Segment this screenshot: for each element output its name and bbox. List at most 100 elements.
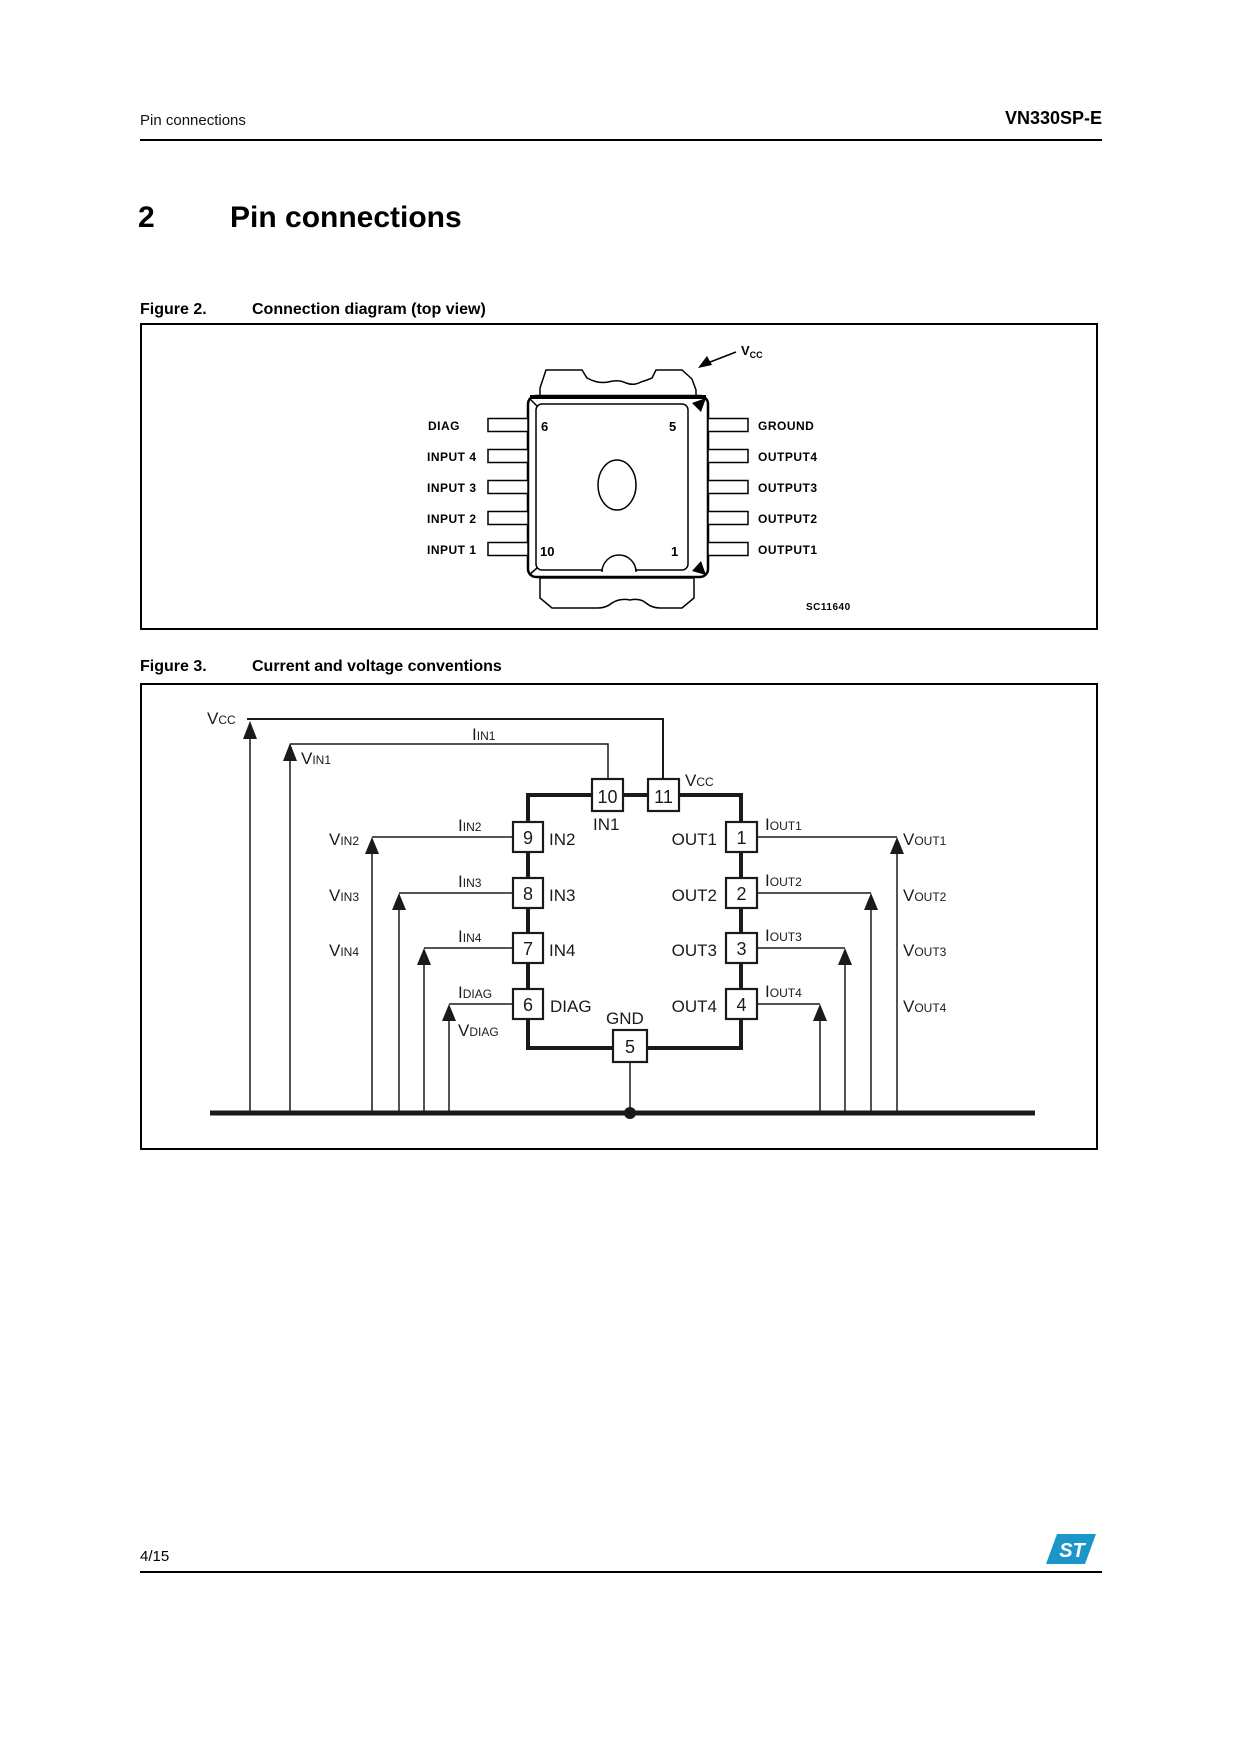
fig3-pin-5: 5: [625, 1037, 635, 1057]
iin3-label: IIN3: [458, 872, 482, 891]
pin-stub-ground: [707, 417, 749, 433]
header-section-title: Pin connections: [140, 112, 246, 129]
page-number: 4/15: [140, 1548, 170, 1565]
fig3-pin-6: 6: [523, 995, 533, 1015]
pinbox-5: [611, 1028, 649, 1064]
bevel-bottom-left: [528, 567, 538, 576]
vout2-label: VOUT2: [903, 886, 947, 905]
fig2-vcc-label: VCC: [741, 343, 763, 360]
vin3-label: VIN3: [329, 886, 359, 905]
pinbox-6: [511, 987, 545, 1021]
in1-name: IN1: [593, 815, 619, 834]
pin-label-input3: INPUT 3: [427, 481, 477, 495]
bevel-top-left: [528, 397, 538, 407]
vdiag-label: VDIAG: [458, 1021, 499, 1040]
pin-label-output2: OUTPUT2: [758, 512, 818, 526]
bevel-bottom-right: [692, 561, 706, 575]
out4-row-wiring: [757, 1003, 827, 1113]
fig3-pin-2: 2: [736, 884, 746, 904]
pin-number-10: 10: [540, 544, 554, 559]
vcc-arrowhead-icon: [698, 356, 712, 368]
pin-stub-input3: [487, 479, 529, 495]
vin4-label: VIN4: [329, 941, 359, 960]
pin-stub-input4: [487, 448, 529, 464]
out2-name: OUT2: [672, 886, 717, 905]
vcc-reference-arrow: [243, 721, 257, 1113]
in2-name: IN2: [549, 830, 575, 849]
bevel-top-right: [692, 398, 706, 412]
out4-name: OUT4: [672, 997, 717, 1016]
footer-rule: [140, 1571, 1102, 1573]
pinbox-3: [724, 931, 759, 965]
pin-stub-input2: [487, 510, 529, 526]
diag-row-wiring: [442, 1003, 513, 1113]
bottom-bump: [601, 554, 637, 573]
ground-node-dot: [624, 1107, 636, 1119]
pin-label-diag: DIAG: [428, 419, 460, 433]
fig3-pin-7: 7: [523, 939, 533, 959]
fig3-pin-8: 8: [523, 884, 533, 904]
pinbox-11: [646, 777, 681, 813]
out3-name: OUT3: [672, 941, 717, 960]
pin-label-output3: OUTPUT3: [758, 481, 818, 495]
fig3-pin-4: 4: [736, 995, 746, 1015]
vout1-label: VOUT1: [903, 830, 947, 849]
vout3-label: VOUT3: [903, 941, 947, 960]
figure3-frame: [140, 683, 1098, 1150]
pin-number-6: 6: [541, 419, 548, 434]
idiag-label: IDIAG: [458, 983, 492, 1002]
out1-row-wiring: [757, 836, 904, 1113]
diag-name: DIAG: [550, 997, 592, 1016]
fig3-pin-9: 9: [523, 828, 533, 848]
iin4-label: IIN4: [458, 927, 482, 946]
pin-stub-input1: [487, 541, 529, 557]
package-bottom-tab: [539, 577, 695, 609]
vcc-wire: [247, 718, 664, 779]
pin-label-output4: OUTPUT4: [758, 450, 818, 464]
figure2-caption-title: Connection diagram (top view): [252, 301, 486, 318]
figure2-connection-diagram: 6 5 10 1 DIAG INPUT 4 INPUT 3 INPUT 2 IN…: [140, 323, 1098, 630]
out3-row-wiring: [757, 947, 852, 1113]
pin-stub-diag: [487, 417, 529, 433]
out2-row-wiring: [757, 892, 878, 1113]
figure3-caption-title: Current and voltage conventions: [252, 658, 502, 675]
pin-label-input4: INPUT 4: [427, 450, 477, 464]
figure2-frame: [140, 323, 1098, 630]
figure2-caption-label: Figure 2.: [140, 301, 207, 318]
st-logo-shape: [1046, 1534, 1096, 1564]
iout3-label: IOUT3: [765, 926, 802, 945]
vcc-label-left: VCC: [207, 709, 236, 728]
pin-stub-output1: [707, 541, 749, 557]
vout4-label: VOUT4: [903, 997, 947, 1016]
fig3-pin-1: 1: [736, 828, 746, 848]
fig3-pin-3: 3: [736, 939, 746, 959]
st-logo-icon: ST: [1046, 1534, 1096, 1564]
vin1-reference-arrow: [283, 743, 297, 1113]
vin1-label: VIN1: [301, 749, 331, 768]
figure3-conventions-diagram: 10 11 9 8 7 6 1 2 3 4 5 IN1 IN2 IN3 IN4 …: [140, 683, 1098, 1150]
pinbox-1: [724, 820, 759, 854]
pinbox-7: [511, 931, 545, 965]
figure3-caption-label: Figure 3.: [140, 658, 207, 675]
fig3-pin-11: 11: [654, 787, 673, 807]
pin-number-5: 5: [669, 419, 676, 434]
pinbox-4: [724, 987, 759, 1021]
vcc-label-right: VCC: [685, 771, 714, 790]
header-rule: [140, 139, 1102, 141]
package-top-tab: [539, 369, 697, 400]
pin-stub-output2: [707, 510, 749, 526]
pin-label-ground: GROUND: [758, 419, 814, 433]
section-title: Pin connections: [230, 201, 462, 234]
pin-stub-output4: [707, 448, 749, 464]
vin2-label: VIN2: [329, 830, 359, 849]
header-part-number: VN330SP-E: [1004, 108, 1102, 128]
section-number: 2: [138, 201, 155, 234]
mounting-hole: [597, 459, 637, 511]
iin1-label: IIN1: [472, 725, 496, 744]
pin-label-input1: INPUT 1: [427, 543, 477, 557]
iout4-label: IOUT4: [765, 982, 802, 1001]
iin1-wire: [290, 743, 609, 779]
in3-row-wiring: [392, 892, 513, 1113]
in4-name: IN4: [549, 941, 575, 960]
